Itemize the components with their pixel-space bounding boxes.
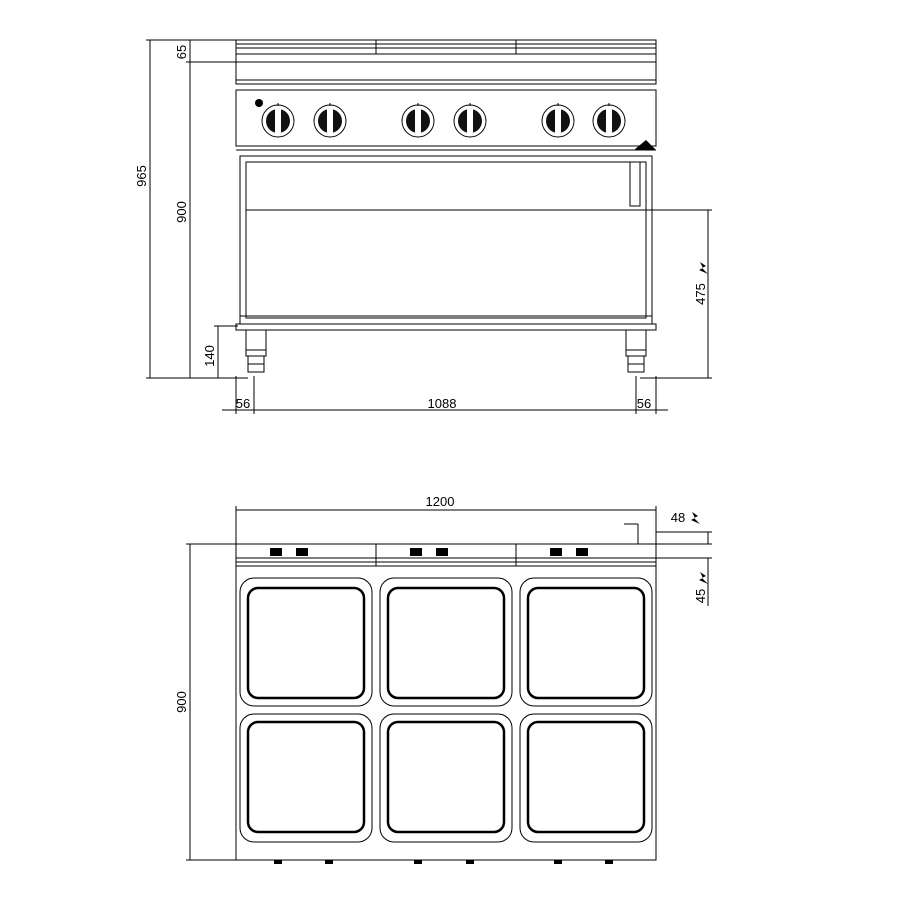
knob xyxy=(541,103,575,138)
dim-leg-height: 140 xyxy=(202,345,217,367)
base-frame xyxy=(235,323,657,331)
flue-vent xyxy=(270,548,588,556)
dim-connection-height: 475 xyxy=(693,283,708,305)
dim-left-offset: 56 xyxy=(236,396,250,411)
hotplate xyxy=(519,713,653,843)
lightning-icon xyxy=(699,262,708,274)
control-panel xyxy=(235,89,657,147)
lightning-icon xyxy=(699,572,708,584)
hotplate xyxy=(379,577,513,707)
side-bracket xyxy=(629,161,641,207)
top-view: 1200 900 48 45 xyxy=(174,494,712,864)
lightning-icon xyxy=(691,512,700,524)
dim-inner-width: 1088 xyxy=(428,396,457,411)
open-cabinet xyxy=(239,155,653,325)
right-leg xyxy=(625,329,647,373)
dim-right-offset: 56 xyxy=(637,396,651,411)
hotplate xyxy=(519,577,653,707)
knob xyxy=(401,103,435,138)
hotplate xyxy=(379,713,513,843)
hotplate xyxy=(239,577,373,707)
dim-body-height: 900 xyxy=(174,201,189,223)
knob-stubs xyxy=(274,860,613,864)
dim-overall-width: 1200 xyxy=(426,494,455,509)
knob xyxy=(592,103,626,138)
dim-depth: 900 xyxy=(174,691,189,713)
pilot-light xyxy=(255,99,263,107)
knob xyxy=(453,103,487,138)
knob xyxy=(313,103,347,138)
dim-total-height: 965 xyxy=(134,165,149,187)
left-leg xyxy=(245,329,267,373)
dim-rear-offset: 48 xyxy=(671,510,685,525)
knob xyxy=(261,103,295,138)
panel-corner-marker xyxy=(634,140,656,150)
dimension-lines-top xyxy=(186,506,712,861)
dimension-lines-front xyxy=(146,39,712,414)
dim-side-offset: 45 xyxy=(693,589,708,603)
hotplate xyxy=(239,713,373,843)
front-view: 965 65 900 140 475 56 1088 56 xyxy=(134,39,712,414)
cooktop-outline xyxy=(235,543,657,861)
cooktop-edge xyxy=(235,61,657,85)
dim-top-height: 65 xyxy=(174,45,189,59)
rear-upstand xyxy=(235,39,657,63)
